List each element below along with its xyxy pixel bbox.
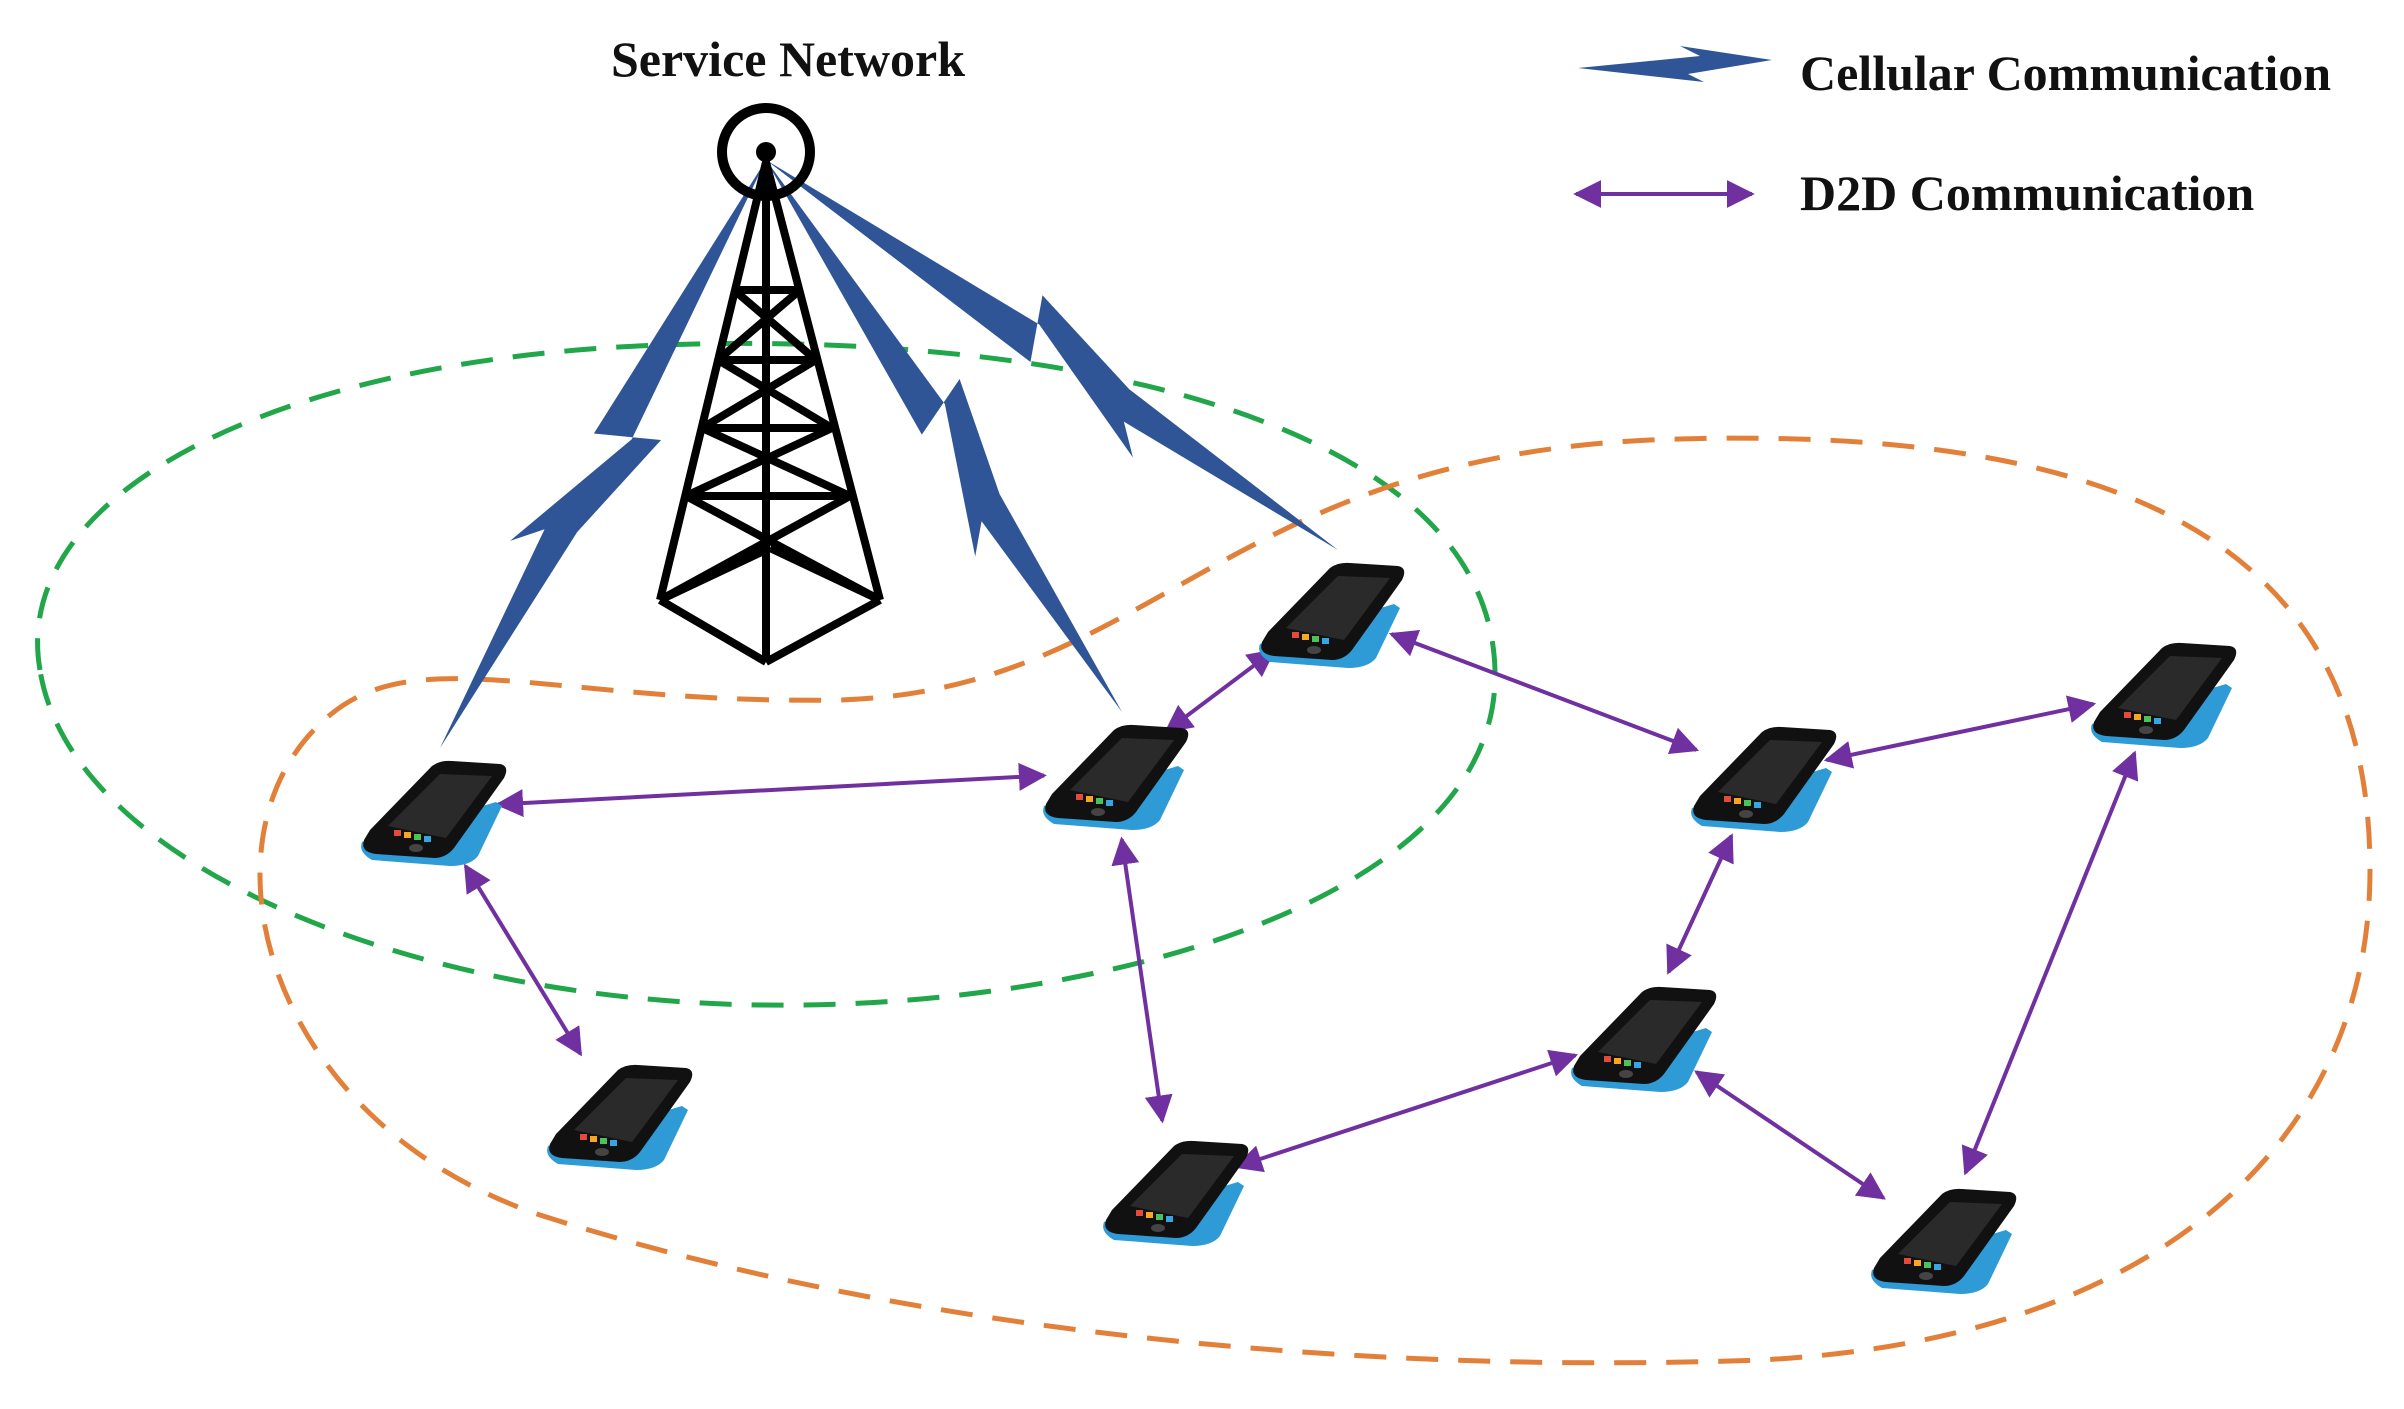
d2d-link-arrow [1111, 836, 1173, 1124]
mobile-phone-icon [1691, 726, 1837, 832]
mobile-phone-icon [361, 760, 507, 866]
d2d-link-arrow [495, 762, 1047, 818]
mobile-phone-icon [1571, 986, 1717, 1092]
d2d-link-arrow [1233, 1049, 1579, 1173]
d2d-link-arrow [1164, 649, 1276, 733]
cellular-link-bolt [440, 160, 766, 748]
d2d-link-arrow [1823, 695, 2097, 769]
d2d-link-arrow [1694, 1070, 1886, 1200]
mobile-phone-icon [1871, 1188, 2017, 1294]
mobile-phone-icon [1103, 1140, 1249, 1246]
cell-tower-icon [656, 103, 884, 666]
orange-cluster-outline [257, 435, 2373, 1366]
d2d-legend-label: D2D Communication [1800, 165, 2254, 221]
mobile-phone-icon [2091, 642, 2237, 748]
d2d-links [463, 629, 2139, 1200]
mobile-phone-icon [1259, 562, 1405, 668]
diagram-title: Service Network [611, 31, 965, 87]
cellular-link-bolt [766, 160, 1338, 550]
mobile-phone-icon [547, 1064, 693, 1170]
legend: Cellular Communication D2D Communication [1573, 45, 2331, 221]
d2d-link-arrow [463, 863, 583, 1057]
d2d-link-arrow [1388, 629, 1700, 755]
cellular-link-bolt [766, 160, 1122, 712]
green-cluster-outline [35, 340, 1498, 1008]
mobile-phone-icon [1043, 724, 1189, 830]
cellular-links [440, 160, 1338, 748]
devices [361, 562, 2237, 1294]
cellular-legend-icon [1578, 46, 1772, 82]
d2d-link-arrow [1961, 750, 2139, 1176]
d2d-link-arrow [1666, 833, 1734, 975]
cellular-legend-label: Cellular Communication [1800, 45, 2331, 101]
